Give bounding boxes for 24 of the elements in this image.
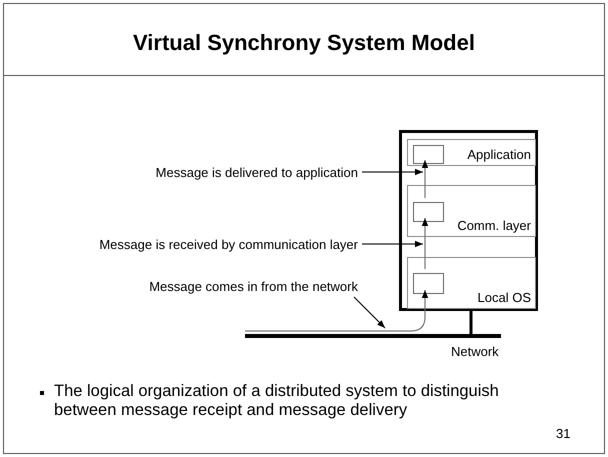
arrow	[422, 218, 428, 270]
message-slot-box	[413, 202, 444, 222]
arrow	[362, 240, 424, 248]
layer-label: Comm. layer	[457, 216, 531, 235]
layer-label: Local OS	[478, 288, 531, 306]
layer-box	[407, 139, 536, 166]
annotation-text: Message is received by communication layer	[50, 235, 358, 253]
bullet-text: The logical organization of a distributed system to distinguish between message receipt and message delivery	[54, 382, 500, 420]
machine-box	[399, 130, 538, 311]
message-slot-box	[413, 273, 444, 294]
layer-label: Application	[467, 146, 531, 164]
arrow	[244, 290, 428, 332]
arrow	[354, 296, 386, 328]
arrow	[422, 160, 428, 198]
layer-box	[407, 185, 536, 237]
layer-box	[407, 257, 536, 309]
message-slot-box	[413, 145, 444, 164]
slide-title: Virtual Synchrony System Model	[132, 29, 476, 57]
slide-number: 31	[556, 425, 570, 443]
annotation-text: Message comes in from the network	[100, 277, 358, 295]
network-label: Network	[451, 343, 499, 361]
arrow	[362, 168, 424, 176]
annotation-text: Message is delivered to application	[100, 163, 358, 181]
connector-line	[470, 311, 472, 334]
